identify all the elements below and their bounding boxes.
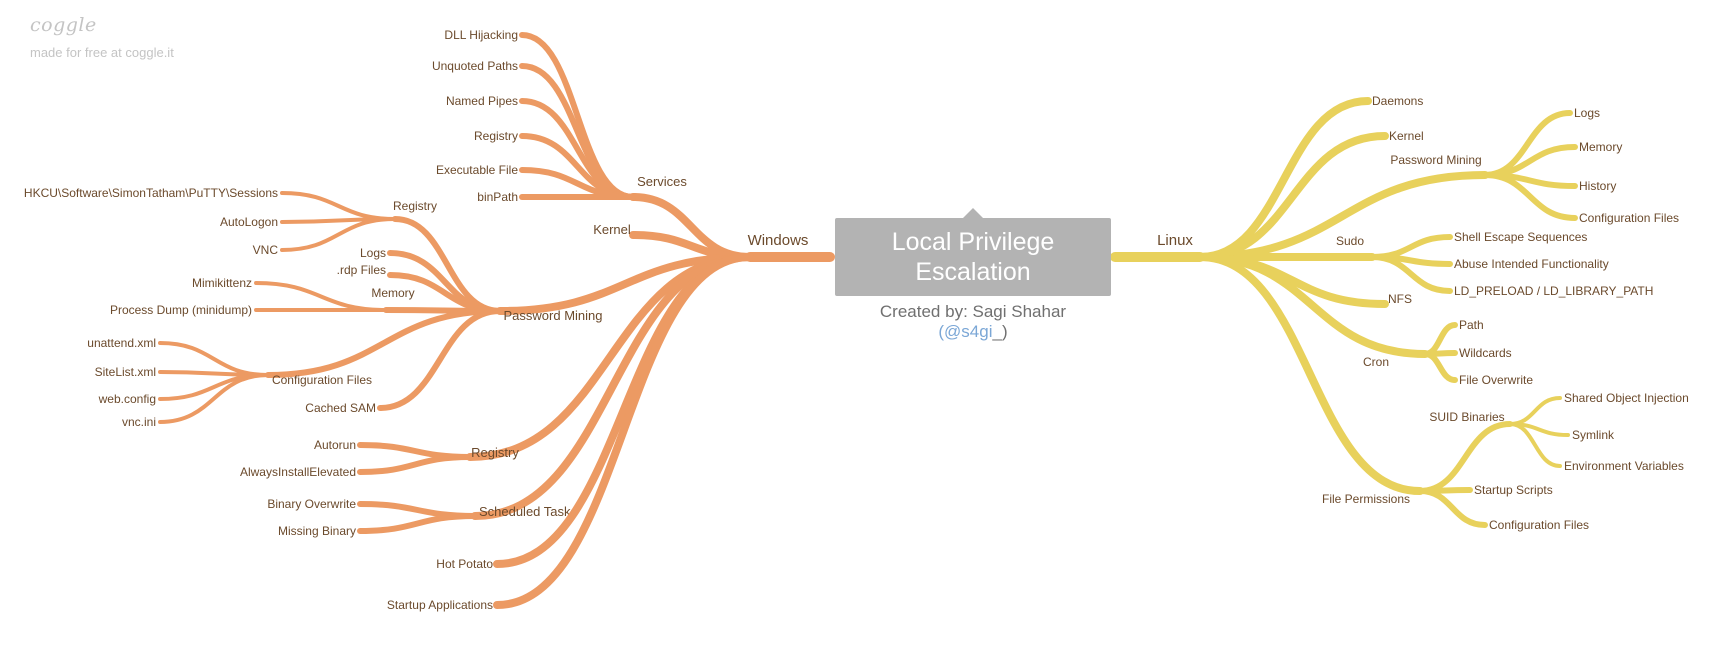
node-label-1-3[interactable]: Sudo xyxy=(1336,234,1364,248)
central-topic-title: Local Privilege Escalation xyxy=(891,228,1055,286)
node-label-1-2[interactable]: Password Mining xyxy=(1390,153,1481,167)
made-with-coggle-link[interactable]: made for free at coggle.it xyxy=(30,45,174,60)
node-label-1-6-0-1[interactable]: Symlink xyxy=(1572,428,1615,442)
node-label-0-2[interactable]: Password Mining xyxy=(504,308,603,323)
node-label-1-5-1[interactable]: Wildcards xyxy=(1459,346,1512,360)
branch-line-1-5-0 xyxy=(1422,322,1458,357)
node-label-0-0-4[interactable]: Executable File xyxy=(436,163,518,177)
branch-line-0-6 xyxy=(493,253,754,609)
branch-line-0-2-4-3 xyxy=(158,373,270,424)
node-label-0-6[interactable]: Startup Applications xyxy=(387,598,493,612)
node-label-0-2-3-0[interactable]: Mimikittenz xyxy=(192,276,252,290)
node-label-1-6-0-2[interactable]: Environment Variables xyxy=(1564,459,1684,473)
node-label-1-6-0[interactable]: SUID Binaries xyxy=(1429,410,1504,424)
node-label-1-5[interactable]: Cron xyxy=(1363,355,1389,369)
branch-line-1-2 xyxy=(1196,171,1489,261)
node-label-1-3-0[interactable]: Shell Escape Sequences xyxy=(1454,230,1587,244)
node-label-1-1[interactable]: Kernel xyxy=(1389,129,1424,143)
node-label-1-6-1[interactable]: Startup Scripts xyxy=(1474,483,1553,497)
node-label-0-0-5[interactable]: binPath xyxy=(477,190,518,204)
coggle-logo: coggle xyxy=(30,14,97,36)
node-label-1-2-2[interactable]: History xyxy=(1579,179,1616,193)
central-topic[interactable]: Local Privilege Escalation xyxy=(835,208,1111,296)
node-label-0-3-1[interactable]: AlwaysInstallElevated xyxy=(240,465,356,479)
node-label-0-3-0[interactable]: Autorun xyxy=(314,438,356,452)
node-label-0-2-4-2[interactable]: web.config xyxy=(98,392,156,406)
byline-prefix: Created by: Sagi Shahar xyxy=(879,302,1067,321)
branch-line-1-6-0-2 xyxy=(1508,422,1562,468)
branch-line-1-6 xyxy=(1196,253,1424,495)
branch-line-0-3-1 xyxy=(357,454,473,475)
node-label-1-0[interactable]: Daemons xyxy=(1372,94,1423,108)
node-label-0[interactable]: Windows xyxy=(748,232,809,249)
node-label-0-1[interactable]: Kernel xyxy=(593,222,631,237)
node-label-0-2-5[interactable]: Cached SAM xyxy=(305,401,376,415)
node-label-0-2-4[interactable]: Configuration Files xyxy=(272,373,372,387)
node-label-0-2-0-1[interactable]: AutoLogon xyxy=(220,215,278,229)
node-label-0-2-4-1[interactable]: SiteList.xml xyxy=(95,365,156,379)
node-label-0-2-1[interactable]: Logs xyxy=(360,246,386,260)
branch-line-0-2-0-2 xyxy=(280,217,397,252)
node-label-0-4[interactable]: Scheduled Tasks xyxy=(479,504,578,519)
node-label-0-0-3[interactable]: Registry xyxy=(474,129,518,143)
node-label-0-0-1[interactable]: Unquoted Paths xyxy=(432,59,518,73)
branch-line-0-2-0-0 xyxy=(280,191,397,221)
author-byline: Created by: Sagi Shahar (@s4gi_) xyxy=(843,302,1103,342)
node-label-1-2-3[interactable]: Configuration Files xyxy=(1579,211,1679,225)
node-label-0-5[interactable]: Hot Potato xyxy=(436,557,493,571)
node-label-0-2-0-2[interactable]: VNC xyxy=(253,243,279,257)
node-label-1-5-0[interactable]: Path xyxy=(1459,318,1484,332)
node-label-0-2-0[interactable]: Registry xyxy=(393,199,437,213)
byline-suffix: _) xyxy=(992,322,1008,341)
node-label-1[interactable]: Linux xyxy=(1157,232,1193,249)
branch-line-1-3-2 xyxy=(1369,254,1453,294)
branch-line-1-2-3 xyxy=(1482,172,1578,221)
branch-line-1-5 xyxy=(1196,253,1429,358)
branch-line-1-1 xyxy=(1196,132,1389,261)
node-label-1-5-2[interactable]: File Overwrite xyxy=(1459,373,1533,387)
node-label-0-4-0[interactable]: Binary Overwrite xyxy=(267,497,356,511)
branch-line-0-2-3-0 xyxy=(254,281,388,312)
branch-line-1-6-0 xyxy=(1417,421,1513,494)
node-label-0-2-2[interactable]: .rdp Files xyxy=(337,263,386,277)
node-label-0-2-3[interactable]: Memory xyxy=(371,286,414,300)
node-label-1-6-2[interactable]: Configuration Files xyxy=(1489,518,1589,532)
node-label-0-0-2[interactable]: Named Pipes xyxy=(446,94,518,108)
node-label-0-0-0[interactable]: DLL Hijacking xyxy=(444,28,518,42)
node-label-0-2-4-0[interactable]: unattend.xml xyxy=(87,336,156,350)
branch-line-1-5-2 xyxy=(1422,351,1458,383)
node-label-0-4-1[interactable]: Missing Binary xyxy=(278,524,356,538)
branch-line-1-3-0 xyxy=(1369,234,1453,260)
branch-line-0-2 xyxy=(496,253,754,315)
branch-line-1-6-2 xyxy=(1417,488,1488,528)
branch-line-1-6-0-0 xyxy=(1508,396,1562,426)
branch-line-0-4-1 xyxy=(357,513,478,534)
branch-line-0-2-4 xyxy=(265,308,503,378)
node-label-1-3-2[interactable]: LD_PRELOAD / LD_LIBRARY_PATH xyxy=(1454,284,1653,298)
node-label-0-2-3-1[interactable]: Process Dump (minidump) xyxy=(110,303,252,317)
node-label-1-2-0[interactable]: Logs xyxy=(1574,106,1600,120)
node-label-1-2-1[interactable]: Memory xyxy=(1579,140,1622,154)
node-label-1-6[interactable]: File Permissions xyxy=(1322,492,1410,506)
author-handle-link[interactable]: (@s4gi xyxy=(938,322,993,341)
node-label-1-4[interactable]: NFS xyxy=(1388,292,1412,306)
node-label-0-2-4-3[interactable]: vnc.ini xyxy=(122,415,156,429)
branch-line-0-4 xyxy=(471,253,754,520)
branch-line-0-2-5 xyxy=(377,308,503,411)
branch-line-0-0-1 xyxy=(519,63,636,200)
node-label-0-0[interactable]: Services xyxy=(637,174,687,189)
node-label-1-6-0-0[interactable]: Shared Object Injection xyxy=(1564,391,1689,405)
node-label-0-3[interactable]: Registry xyxy=(471,445,519,460)
node-label-0-2-0-0[interactable]: HKCU\Software\SimonTatham\PuTTY\Sessions xyxy=(24,186,278,200)
node-label-1-3-1[interactable]: Abuse Intended Functionality xyxy=(1454,257,1609,271)
